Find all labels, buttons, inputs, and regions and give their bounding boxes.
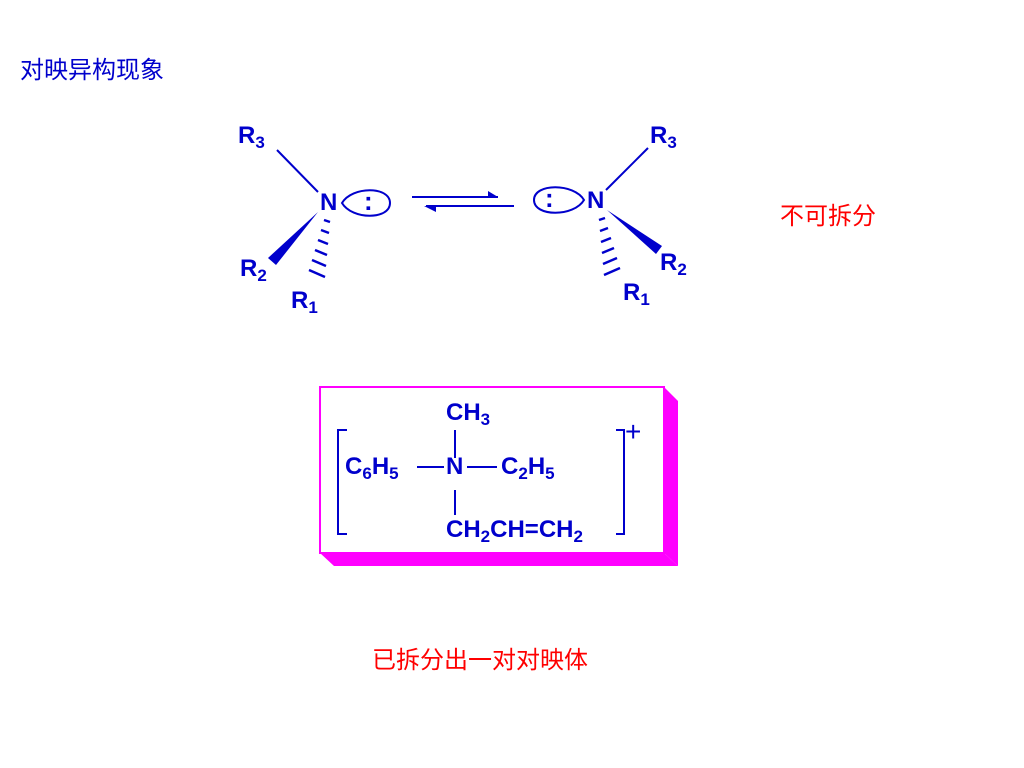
left-r3-label: R3 bbox=[238, 122, 265, 152]
note-resolved: 已拆分出一对对映体 bbox=[372, 646, 588, 674]
right-r3-label: R3 bbox=[650, 122, 677, 152]
note-inseparable: 不可拆分 bbox=[780, 202, 876, 230]
right-nitrogen-label: N bbox=[587, 187, 605, 214]
left-lone-pair-orbital bbox=[340, 189, 392, 217]
ammonium-bottom-group: CH2CH=CH2 bbox=[446, 516, 583, 546]
ammonium-top-group: CH3 bbox=[446, 399, 491, 429]
left-r1-label: R1 bbox=[291, 287, 318, 317]
left-bracket bbox=[337, 429, 347, 535]
ammonium-nitrogen: N bbox=[446, 453, 464, 480]
left-amine-structure bbox=[268, 149, 392, 279]
left-bond-r3 bbox=[276, 149, 319, 193]
right-lone-pair: : bbox=[545, 183, 554, 213]
ammonium-charge: + bbox=[625, 416, 642, 447]
ammonium-bonds bbox=[337, 429, 625, 535]
left-r2-label: R2 bbox=[240, 255, 267, 285]
right-lone-pair-orbital bbox=[532, 186, 586, 214]
left-nitrogen-label: N bbox=[320, 189, 338, 216]
right-amine-structure bbox=[532, 147, 662, 277]
left-lone-pair: : bbox=[364, 186, 373, 216]
right-hash-bond-r1 bbox=[598, 216, 621, 277]
right-wedge-bond-r2 bbox=[607, 210, 662, 254]
right-r1-label: R1 bbox=[623, 279, 650, 309]
right-bracket bbox=[616, 429, 625, 535]
equilibrium-arrows bbox=[412, 191, 514, 212]
ammonium-left-group: C6H5 bbox=[345, 453, 399, 483]
left-wedge-bond-r2 bbox=[268, 212, 318, 265]
left-hash-bond-r1 bbox=[308, 218, 331, 279]
page-title: 对映异构现象 bbox=[20, 56, 164, 84]
ammonium-right-group: C2H5 bbox=[501, 453, 555, 483]
right-r2-label: R2 bbox=[660, 249, 687, 279]
right-bond-r3 bbox=[605, 147, 649, 191]
ammonium-frame bbox=[319, 386, 678, 566]
